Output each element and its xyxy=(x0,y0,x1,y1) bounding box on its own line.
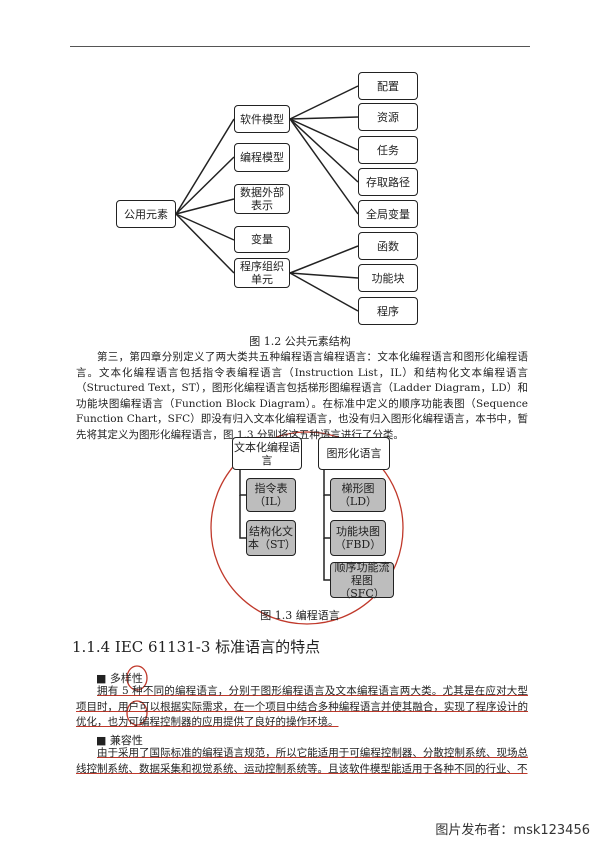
bullet-diversity: ■ 多样性 xyxy=(96,672,143,685)
node-resource: 资源 xyxy=(358,103,418,131)
node-data-external: 数据外部表示 xyxy=(234,184,290,214)
node-st: 结构化文本（ST） xyxy=(246,520,296,556)
figure-caption-1-2: 图 1.2 公共元素结构 xyxy=(249,335,351,348)
node-task: 任务 xyxy=(358,136,418,164)
node-programming-model: 编程模型 xyxy=(234,143,290,172)
node-text-languages: 文本化编程语言 xyxy=(232,437,302,470)
node-program: 程序 xyxy=(358,297,418,325)
node-pou: 程序组织单元 xyxy=(234,258,290,288)
paragraph-diversity: 拥有 5 种不同的编程语言，分别于图形编程语言及文本编程语言两大类。尤其是在应对… xyxy=(76,685,528,728)
node-software-model: 软件模型 xyxy=(234,105,290,133)
bullet-compatibility: ■ 兼容性 xyxy=(96,734,143,747)
watermark: 图片发布者：msk123456 xyxy=(435,823,590,838)
node-sfc: 顺序功能流程图（SFC） xyxy=(330,561,394,600)
node-access-path: 存取路径 xyxy=(358,168,418,196)
header-rule xyxy=(70,46,530,47)
node-graphic-languages: 图形化语言 xyxy=(318,437,390,470)
node-config: 配置 xyxy=(358,72,418,100)
paragraph-compatibility: 由于采用了国际标准的编程语言规范，所以它能适用于可编程控制器、分散控制系统、现场… xyxy=(76,747,528,775)
node-fbd: 功能块图（FBD） xyxy=(330,520,386,556)
node-function-block: 功能块 xyxy=(358,264,418,292)
node-variable: 变量 xyxy=(234,226,290,253)
section-title: 1.1.4 IEC 61131-3 标准语言的特点 xyxy=(72,638,321,656)
node-il: 指令表（IL） xyxy=(246,478,296,512)
node-function: 函数 xyxy=(358,232,418,260)
node-ld: 梯形图（LD） xyxy=(330,478,386,512)
paragraph-languages: 第三，第四章分别定义了两大类共五种编程语言编程语言：文本化编程语言和图形化编程语… xyxy=(76,351,528,441)
figure-caption-1-3: 图 1.3 编程语言 xyxy=(260,609,340,622)
node-global-var: 全局变量 xyxy=(358,200,418,228)
node-common-elements: 公用元素 xyxy=(116,200,176,228)
